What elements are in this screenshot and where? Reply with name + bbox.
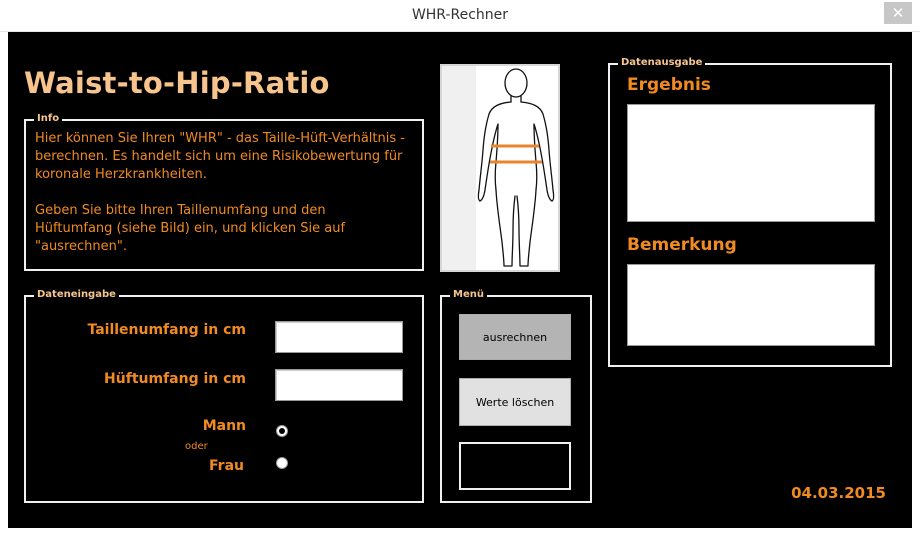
- result-heading: Ergebnis: [627, 75, 711, 95]
- window-title: WHR-Rechner: [411, 7, 509, 23]
- or-label: oder: [185, 441, 208, 452]
- clear-values-button[interactable]: Werte löschen: [459, 378, 571, 426]
- data-input-group: Dateneingabe Taillenumfang in cm Hüftumf…: [24, 288, 424, 503]
- data-output-group: Datenausgabe Ergebnis Bemerkung: [608, 56, 892, 367]
- hip-input[interactable]: [275, 369, 403, 401]
- result-output-box: [627, 104, 875, 222]
- form-client-area: Waist-to-Hip-Ratio Info Hier können Sie …: [8, 32, 912, 528]
- waist-input[interactable]: [275, 321, 403, 353]
- female-radio[interactable]: [276, 457, 288, 469]
- info-group: Info Hier können Sie Ihren "WHR" - das T…: [24, 112, 424, 271]
- female-label: Frau: [209, 458, 244, 474]
- info-group-label: Info: [34, 112, 63, 126]
- info-text: Hier können Sie Ihren "WHR" - das Taille…: [35, 130, 405, 256]
- data-input-group-label: Dateneingabe: [34, 288, 119, 302]
- waist-label: Taillenumfang in cm: [87, 322, 246, 338]
- info-paragraph-2: Geben Sie bitte Ihren Taillenumfang und …: [35, 203, 346, 254]
- title-bar: WHR-Rechner ✕: [0, 0, 920, 32]
- remark-output-box: [627, 264, 875, 346]
- hip-label: Hüftumfang in cm: [104, 371, 246, 387]
- calculate-button[interactable]: ausrechnen: [459, 314, 571, 360]
- window-frame-right: [912, 32, 920, 536]
- menu-group-label: Menü: [450, 288, 487, 302]
- close-icon[interactable]: ✕: [884, 2, 912, 24]
- data-output-group-label: Datenausgabe: [618, 56, 706, 70]
- menu-group: Menü ausrechnen Werte löschen: [440, 288, 592, 503]
- body-figure-image: [440, 64, 560, 272]
- info-paragraph-1: Hier können Sie Ihren "WHR" - das Taille…: [35, 131, 405, 182]
- body-outline-figure-icon: [476, 66, 558, 270]
- male-radio[interactable]: [276, 425, 288, 437]
- page-title: Waist-to-Hip-Ratio: [24, 66, 330, 100]
- remark-heading: Bemerkung: [627, 235, 737, 255]
- male-label: Mann: [202, 418, 246, 434]
- menu-empty-output-box: [459, 442, 571, 490]
- date-display: 04.03.2015: [791, 484, 886, 502]
- window-frame-bottom: [0, 528, 920, 536]
